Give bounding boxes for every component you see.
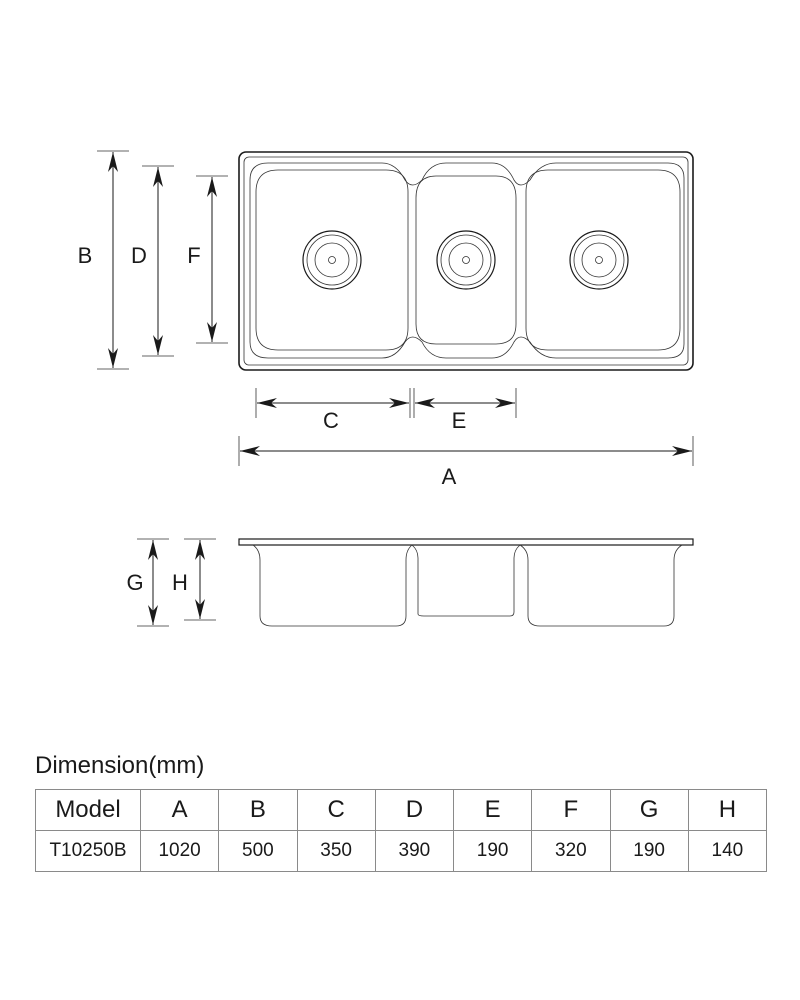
label-B: B <box>78 243 93 268</box>
dimension-C: C <box>255 388 411 433</box>
header-cell: C <box>296 789 376 831</box>
dimension-H: H <box>172 538 216 621</box>
dimension-F: F <box>187 175 228 344</box>
table-cell: 190 <box>609 830 689 872</box>
dimension-B: B <box>78 150 129 370</box>
table-row: T10250B 1020 500 350 390 190 320 190 140 <box>35 830 768 872</box>
table-cell: 1020 <box>139 830 220 872</box>
table-header-row: Model A B C D E F G H <box>35 789 768 831</box>
middle-drain-icon <box>436 230 496 290</box>
label-A: A <box>442 464 457 489</box>
label-H: H <box>172 570 188 595</box>
sink-side-view <box>238 538 694 627</box>
label-F: F <box>187 243 200 268</box>
label-E: E <box>452 408 467 433</box>
header-cell: E <box>452 789 533 831</box>
right-drain-icon <box>569 230 629 290</box>
table-cell: T10250B <box>35 830 141 872</box>
dimension-D: D <box>131 165 174 357</box>
middle-bowl <box>415 175 517 345</box>
table-cell: 500 <box>218 830 298 872</box>
table-cell: 350 <box>296 830 376 872</box>
dimension-A: A <box>238 436 694 489</box>
dimension-G: G <box>126 538 169 627</box>
dimension-table-title: Dimension(mm) <box>35 752 205 779</box>
label-D: D <box>131 243 147 268</box>
label-G: G <box>126 570 143 595</box>
right-bowl <box>525 169 681 351</box>
dimension-table: Model A B C D E F G H T10250B 1020 500 3… <box>35 789 768 872</box>
left-drain-icon <box>302 230 362 290</box>
label-C: C <box>323 408 339 433</box>
header-cell: H <box>687 789 768 831</box>
table-cell: 390 <box>374 830 455 872</box>
dimension-E: E <box>413 388 517 433</box>
header-cell: B <box>218 789 298 831</box>
header-cell: A <box>139 789 220 831</box>
header-cell: G <box>609 789 689 831</box>
table-cell: 190 <box>452 830 533 872</box>
sink-top-view <box>238 151 694 371</box>
left-bowl <box>255 169 409 351</box>
table-cell: 320 <box>531 830 611 872</box>
header-cell: Model <box>35 789 141 831</box>
table-cell: 140 <box>687 830 768 872</box>
header-cell: F <box>531 789 611 831</box>
header-cell: D <box>374 789 455 831</box>
